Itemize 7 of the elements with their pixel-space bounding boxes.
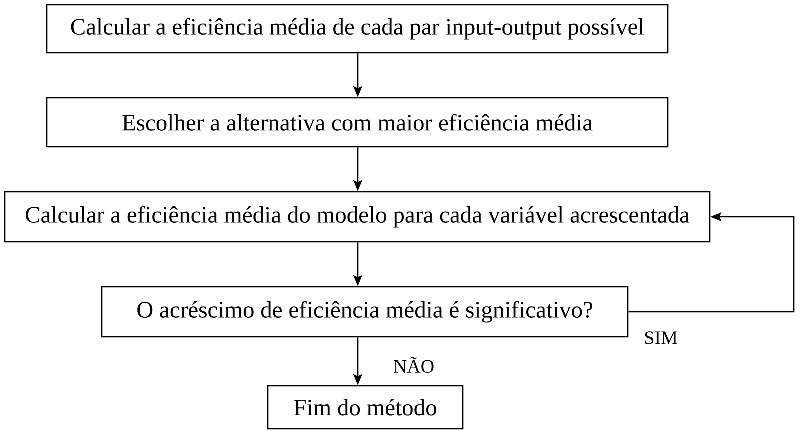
edge-label: SIM (643, 330, 679, 346)
edge-label: NÃO (392, 356, 436, 374)
end-box: Fim do método (267, 385, 464, 430)
process-box: Escolher a alternativa com maior eficiência média (46, 97, 669, 148)
process-box: Calcular a eficiência média do modelo para cada variável acrescentada (4, 191, 711, 243)
decision-box: O acréscimo de eficiência média é significativo? (101, 286, 629, 338)
process-box: Calcular a eficiência média de cada par input-output possível (46, 4, 669, 54)
